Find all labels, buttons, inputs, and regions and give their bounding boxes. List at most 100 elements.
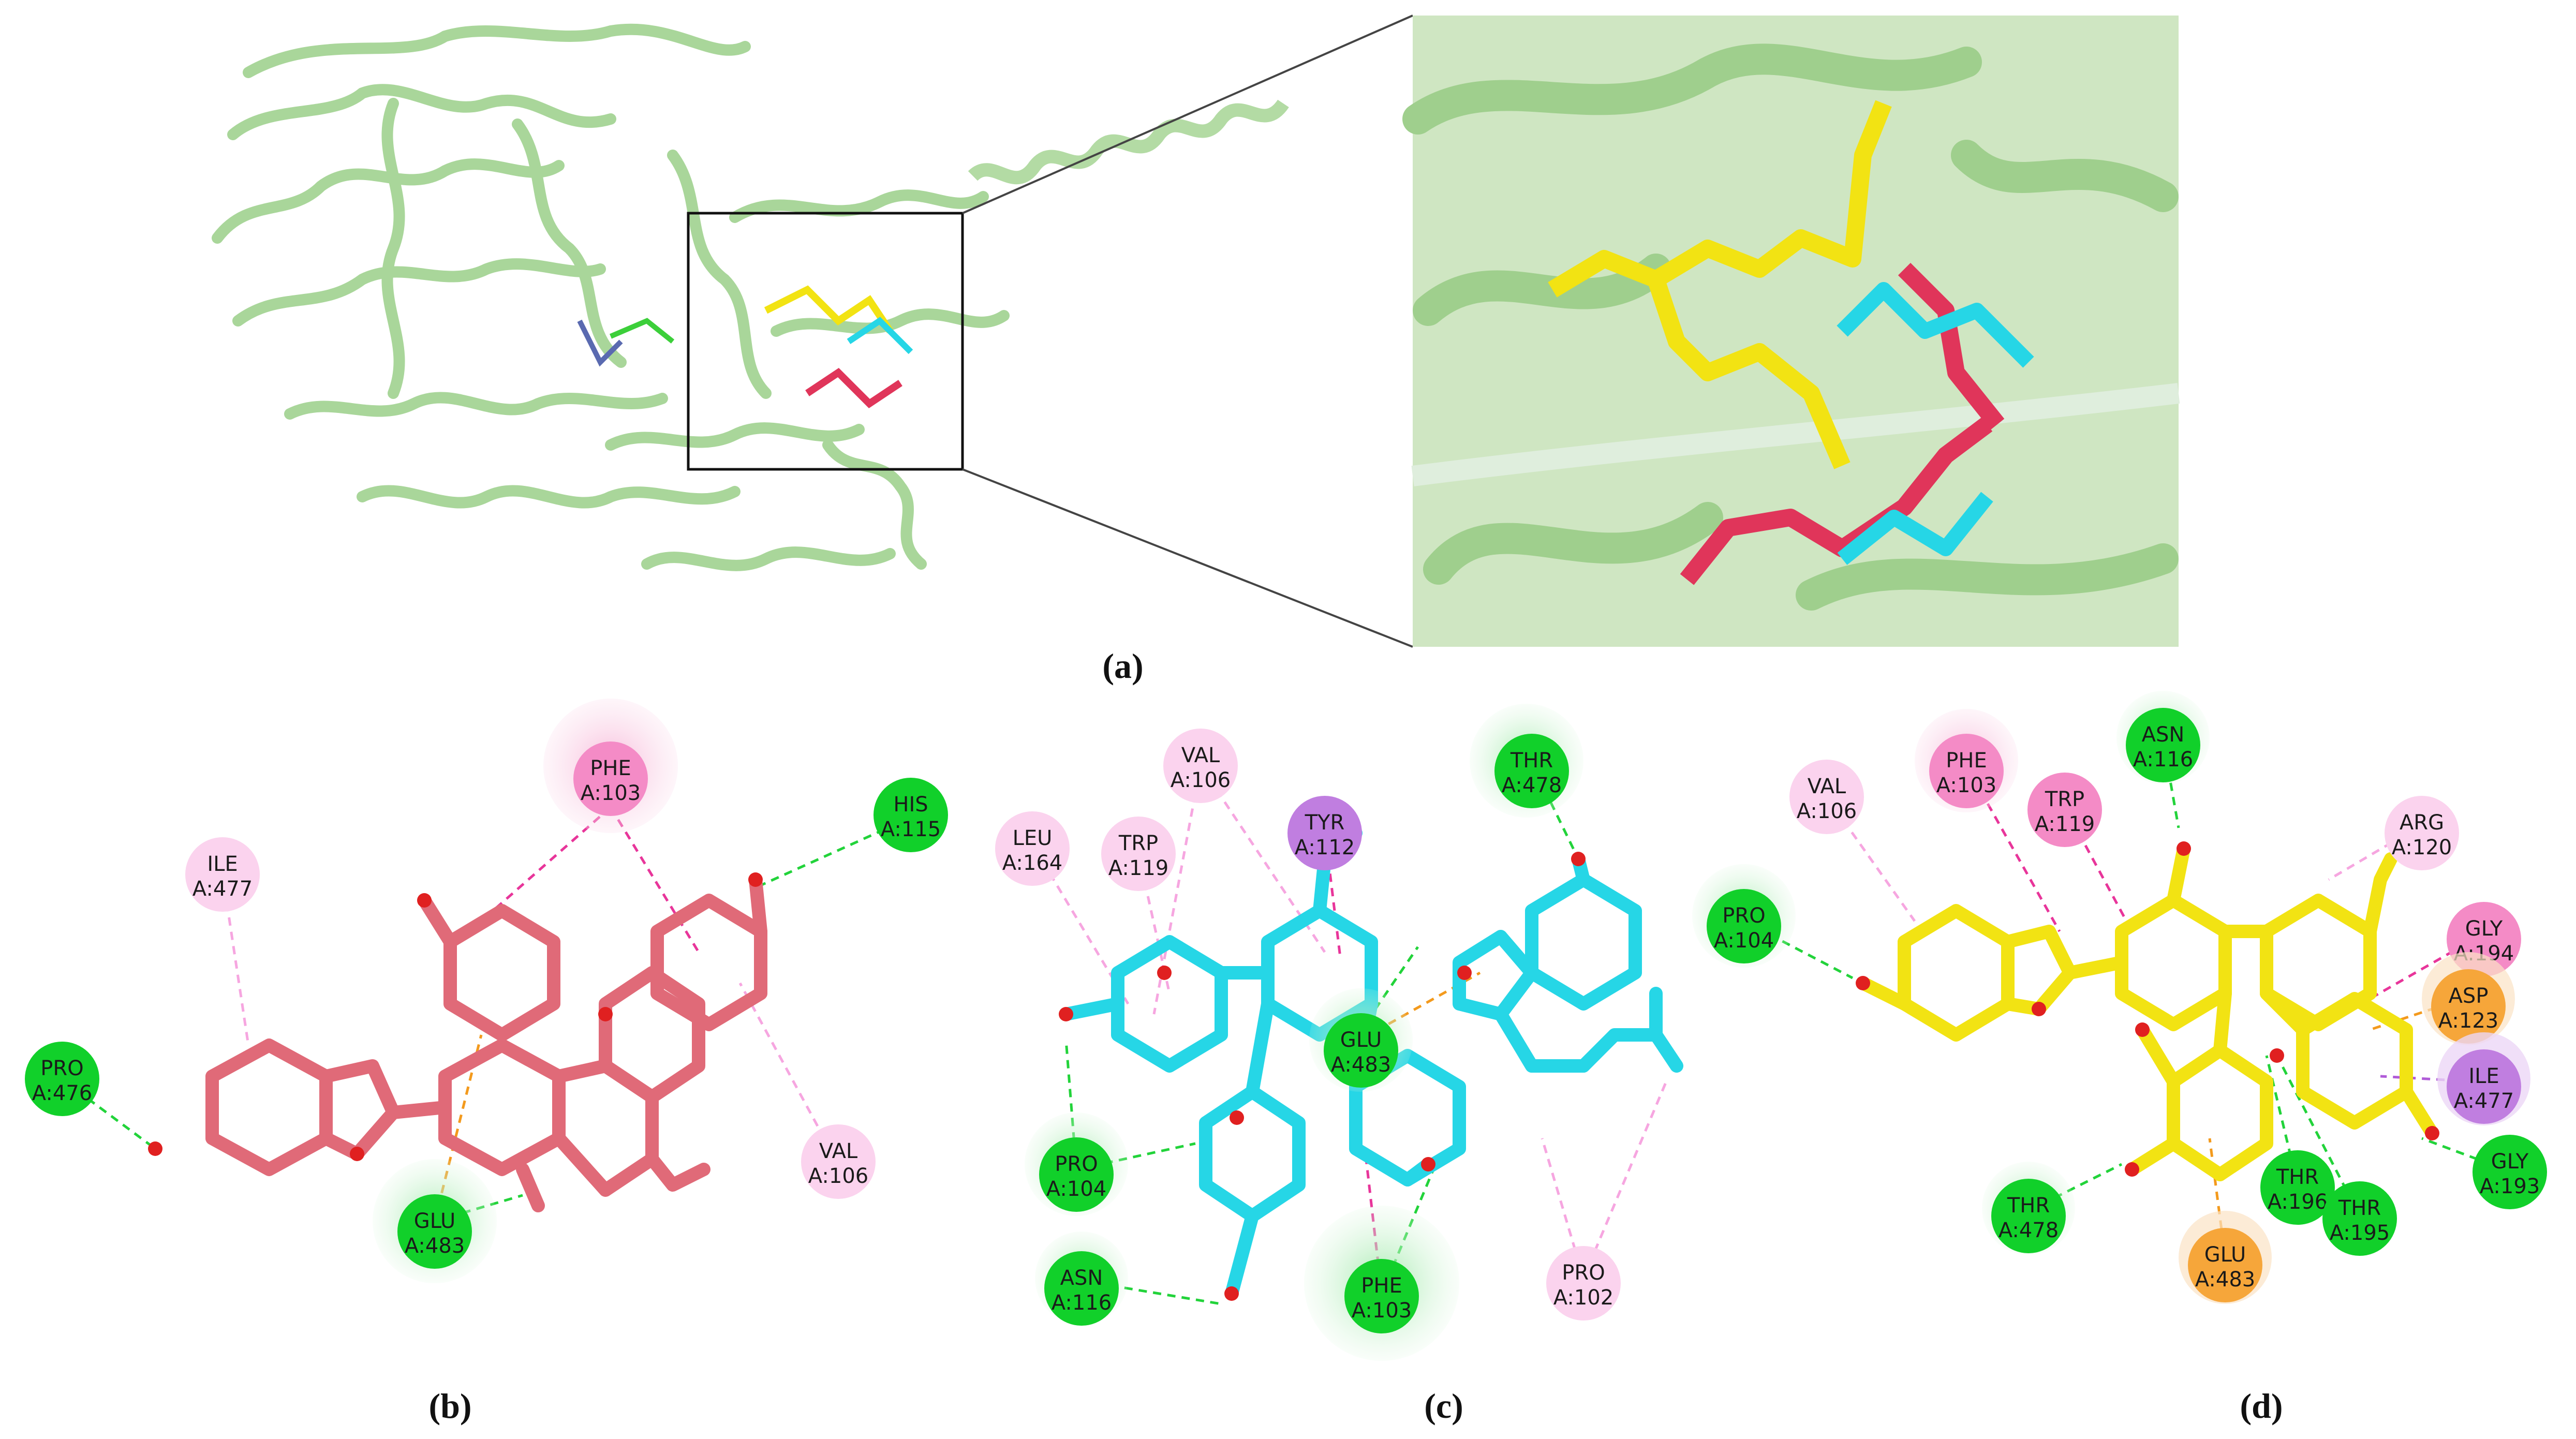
residue-ile-477-d: ILE A:477 (2437, 1032, 2530, 1125)
svg-text:A:115: A:115 (881, 818, 941, 841)
panel-label-d: (d) (2240, 1386, 2283, 1426)
panel-label-a: (a) (1102, 646, 1143, 686)
ligand-overlay-small (577, 285, 913, 409)
svg-text:A:119: A:119 (1108, 856, 1168, 880)
ligand-d-heteroatoms (1856, 841, 2439, 1177)
residue-asn-116-c: ASN A:116 (1035, 1232, 1128, 1326)
svg-text:A:478: A:478 (1502, 774, 1562, 797)
svg-text:A:478: A:478 (1998, 1219, 2059, 1242)
residue-his-115-b: HIS A:115 (874, 778, 948, 852)
svg-text:A:112: A:112 (1295, 836, 1355, 859)
svg-text:ILE: ILE (207, 852, 238, 876)
svg-text:LEU: LEU (1013, 826, 1053, 850)
zoom-connector-top (962, 14, 1413, 214)
svg-text:A:103: A:103 (1352, 1299, 1412, 1323)
svg-text:A:106: A:106 (808, 1164, 868, 1188)
residue-ile-477-b: ILE A:477 (185, 837, 260, 912)
svg-text:A:483: A:483 (405, 1234, 465, 1258)
svg-text:VAL: VAL (1808, 775, 1846, 798)
svg-text:A:196: A:196 (2268, 1190, 2328, 1214)
residue-pro-476-b: PRO A:476 (25, 1042, 99, 1116)
svg-text:A:476: A:476 (32, 1081, 92, 1105)
residue-phe-103-d: PHE A:103 (1915, 709, 2018, 812)
svg-text:PHE: PHE (1946, 749, 1987, 773)
svg-text:A:103: A:103 (1936, 774, 1996, 797)
svg-text:A:193: A:193 (2480, 1175, 2540, 1198)
svg-text:ASN: ASN (2142, 723, 2185, 747)
residue-thr-195-d: THR A:195 (2322, 1181, 2397, 1256)
residue-val-106-d: VAL A:106 (1789, 760, 1864, 834)
svg-text:PRO: PRO (40, 1057, 83, 1080)
svg-text:THR: THR (2007, 1194, 2050, 1218)
residue-glu-483-d: GLU A:483 (2179, 1211, 2272, 1304)
svg-text:A:104: A:104 (1046, 1177, 1106, 1201)
svg-text:A:104: A:104 (1714, 929, 1774, 953)
zoom-region-box (687, 212, 964, 471)
svg-text:ARG: ARG (2400, 811, 2444, 835)
residue-arg-120-d: ARG A:120 (2385, 796, 2459, 870)
panel-label-b: (b) (428, 1386, 471, 1426)
residue-pro-104-d: PRO A:104 (1692, 864, 1796, 968)
residue-phe-103-b: PHE A:103 (543, 699, 678, 833)
svg-text:HIS: HIS (893, 793, 928, 817)
svg-text:PRO: PRO (1562, 1261, 1605, 1285)
svg-text:A:164: A:164 (1002, 851, 1062, 875)
svg-text:PHE: PHE (1361, 1274, 1402, 1298)
residue-gly-193-d: GLY A:193 (2473, 1135, 2547, 1209)
panel-label-c: (c) (1424, 1386, 1463, 1426)
svg-text:VAL: VAL (1181, 744, 1220, 767)
residue-glu-483-b: GLU A:483 (373, 1159, 497, 1283)
svg-text:TRP: TRP (1118, 832, 1158, 855)
svg-text:A:106: A:106 (1171, 768, 1231, 792)
svg-text:TRP: TRP (2045, 788, 2084, 811)
svg-text:PRO: PRO (1722, 904, 1765, 928)
svg-text:A:477: A:477 (193, 877, 253, 901)
residue-thr-478-c: THR A:478 (1470, 704, 1583, 818)
svg-text:GLY: GLY (2465, 917, 2503, 941)
svg-text:A:103: A:103 (581, 781, 641, 805)
residue-asp-123-d: ASP A:123 (2422, 952, 2515, 1045)
svg-text:PHE: PHE (590, 756, 631, 780)
svg-text:ASN: ASN (1060, 1266, 1103, 1290)
residue-val-106-c: VAL A:106 (1163, 729, 1238, 803)
residue-tyr-112-c: TYR A:112 (1287, 796, 1362, 870)
svg-text:A:195: A:195 (2330, 1221, 2390, 1245)
svg-text:A:477: A:477 (2454, 1089, 2514, 1113)
svg-text:THR: THR (2338, 1196, 2381, 1220)
svg-text:GLY: GLY (2491, 1150, 2529, 1174)
svg-text:TYR: TYR (1305, 811, 1345, 835)
residue-glu-483-c: GLU A:483 (1309, 988, 1413, 1092)
svg-text:A:120: A:120 (2392, 836, 2452, 859)
svg-text:VAL: VAL (819, 1139, 858, 1163)
residue-val-106-b: VAL A:106 (801, 1124, 876, 1199)
protein-helix-extension (968, 99, 1289, 185)
zoom-connector-bottom (962, 468, 1413, 648)
svg-text:A:106: A:106 (1797, 799, 1857, 823)
ligand-c-heteroatoms (1059, 852, 1586, 1301)
svg-text:GLU: GLU (1340, 1028, 1382, 1052)
svg-text:A:123: A:123 (2438, 1009, 2498, 1033)
svg-text:ILE: ILE (2468, 1064, 2499, 1088)
residue-leu-164-c: LEU A:164 (995, 811, 1070, 886)
zoomed-binding-site (1402, 16, 2180, 647)
svg-text:A:119: A:119 (2035, 812, 2095, 836)
residue-pro-104-c: PRO A:104 (1025, 1112, 1128, 1216)
residue-pro-102-c: PRO A:102 (1546, 1246, 1621, 1321)
residue-trp-119-d: TRP A:119 (2027, 773, 2102, 847)
residue-trp-119-c: TRP A:119 (1101, 817, 1176, 891)
residue-thr-478-d: THR A:478 (1982, 1162, 2075, 1255)
residue-thr-196-d: THR A:196 (2260, 1150, 2335, 1225)
svg-text:A:483: A:483 (1331, 1053, 1391, 1077)
svg-text:THR: THR (2276, 1165, 2319, 1189)
ligand-b-structure (205, 873, 767, 1212)
svg-text:ASP: ASP (2449, 984, 2489, 1008)
panel-b: PHE A:103 HIS A:115 ILE A:477 PRO A:476 … (25, 699, 948, 1426)
svg-text:A:102: A:102 (1553, 1286, 1613, 1310)
panel-d: ASN A:116 VAL A:106 PHE A:103 TRP A:119 … (1692, 691, 2547, 1426)
residue-asn-116-d: ASN A:116 (2116, 691, 2210, 784)
ligand-d-structure (1856, 842, 2439, 1181)
ligand-b-heteroatoms (148, 872, 763, 1161)
residue-phe-103-c: PHE A:103 (1304, 1206, 1459, 1361)
panel-c: VAL A:106 THR A:478 LEU A:164 TRP A:119 … (995, 704, 1683, 1426)
